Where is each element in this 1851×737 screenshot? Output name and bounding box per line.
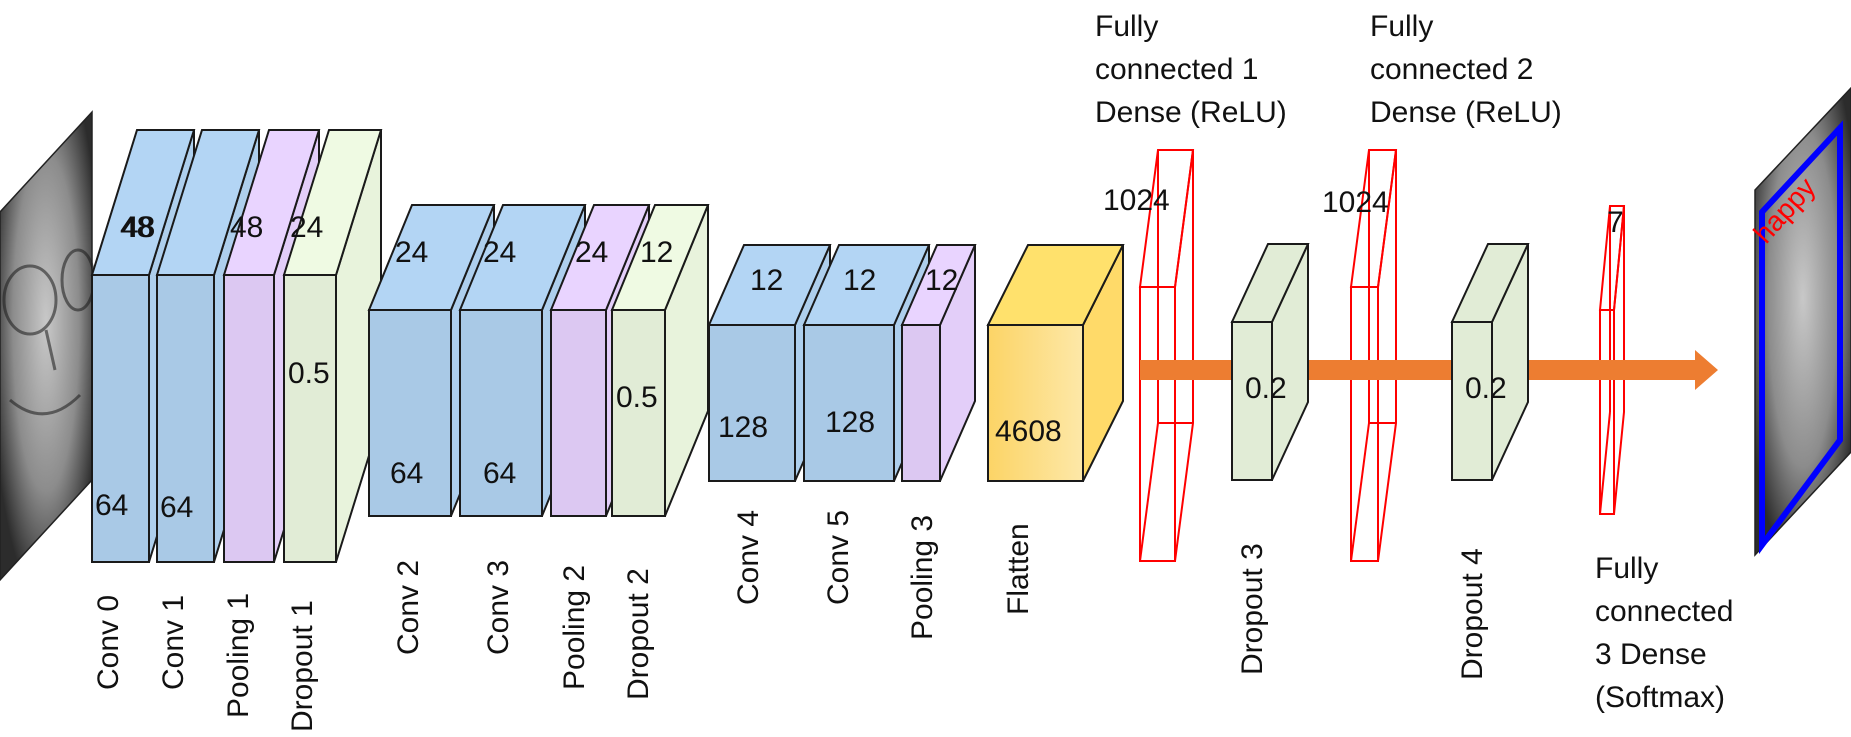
fc2-annotation: Fully connected 2 Dense (ReLU) 1024 — [1322, 10, 1562, 219]
fc2-title-line: Fully — [1370, 10, 1433, 43]
drop1-top-dim: 24 — [290, 211, 323, 244]
conv5-top-dim: 12 — [843, 264, 876, 297]
drop2-block — [610, 204, 710, 517]
fc1-title-line: connected 1 — [1095, 53, 1258, 86]
conv0-top-dim: 48 — [122, 211, 155, 244]
drop2-side-dim: 0.5 — [616, 381, 658, 414]
flatten-label: Flatten — [1002, 523, 1035, 615]
pool2-label: Pooling 2 — [558, 565, 591, 690]
pool3-front-face — [901, 324, 941, 482]
fc2-title-line: connected 2 — [1370, 53, 1533, 86]
fc1-units: 1024 — [1103, 184, 1170, 217]
pool2-top-dim: 24 — [575, 236, 608, 269]
detection-box — [1759, 120, 1843, 555]
conv4-label: Conv 4 — [732, 510, 765, 605]
fc1-title-line: Dense (ReLU) — [1095, 96, 1287, 129]
conv2-side-dim: 64 — [390, 457, 423, 490]
conv5-side-dim: 128 — [825, 406, 875, 439]
drop1-side-dim: 0.5 — [288, 357, 330, 390]
conv4-front-face — [708, 324, 796, 482]
fc3-title-line: connected — [1595, 595, 1733, 628]
conv0-side-dim: 64 — [95, 489, 128, 522]
conv3-top-dim: 24 — [483, 236, 516, 269]
flatten-front-face — [987, 324, 1084, 482]
drop1-label: Dropout 1 — [286, 600, 319, 732]
conv3-label: Conv 3 — [482, 560, 515, 655]
conv0-label: Conv 0 — [92, 595, 125, 690]
fc3-units: 7 — [1607, 206, 1624, 239]
drop4-rate: 0.2 — [1465, 372, 1507, 405]
flatten-block — [986, 244, 1125, 482]
fc1-title-line: Fully — [1095, 10, 1158, 43]
conv2-front-face — [368, 309, 452, 517]
drop1-block — [282, 129, 383, 563]
pool1-top-dim: 48 — [230, 211, 263, 244]
drop3-label: Dropout 3 — [1236, 543, 1269, 675]
conv1-top-dim: 48 — [120, 211, 153, 244]
conv0-front-face — [91, 274, 150, 563]
fc3-title-line: 3 Dense — [1595, 638, 1707, 671]
pool3-block — [900, 244, 977, 482]
conv2-top-dim: 24 — [395, 236, 428, 269]
conv3-side-dim: 64 — [483, 457, 516, 490]
pool1-label: Pooling 1 — [222, 593, 255, 718]
drop3-rate: 0.2 — [1245, 372, 1287, 405]
pool1-front-face — [223, 274, 275, 563]
conv5-front-face — [803, 324, 895, 482]
fc2-units: 1024 — [1322, 186, 1389, 219]
conv3-front-face — [459, 309, 543, 517]
drop2-label: Dropout 2 — [622, 568, 655, 700]
pool3-top-dim: 12 — [925, 264, 958, 297]
fc1-annotation: Fully connected 1 Dense (ReLU) 1024 — [1095, 10, 1287, 217]
drop3-front-face — [1231, 321, 1273, 481]
fc2-title-line: Dense (ReLU) — [1370, 96, 1562, 129]
flatten-side-dim: 4608 — [995, 415, 1062, 448]
input-face-image — [0, 110, 96, 582]
conv2-label: Conv 2 — [392, 560, 425, 655]
drop1-front-face — [283, 274, 337, 563]
pool2-front-face — [550, 309, 607, 517]
drop4-front-face — [1451, 321, 1493, 481]
conv4-top-dim: 12 — [750, 264, 783, 297]
layer-blocks — [90, 129, 1125, 563]
fc3-annotation: Fully connected 3 Dense (Softmax) 7 — [1595, 206, 1733, 714]
conv1-label: Conv 1 — [157, 595, 190, 690]
conv1-side-dim: 64 — [160, 491, 193, 524]
pool3-label: Pooling 3 — [906, 515, 939, 640]
drop2-front-face — [611, 309, 666, 517]
output-face-image: happy — [1747, 86, 1851, 557]
flow-arrow — [1140, 350, 1718, 390]
drop2-top-dim: 12 — [640, 236, 673, 269]
conv5-label: Conv 5 — [822, 510, 855, 605]
conv1-front-face — [156, 274, 215, 563]
drop4-label: Dropout 4 — [1456, 548, 1489, 680]
conv4-side-dim: 128 — [718, 411, 768, 444]
fc3-title-line: (Softmax) — [1595, 681, 1725, 714]
fc3-title-line: Fully — [1595, 552, 1658, 585]
